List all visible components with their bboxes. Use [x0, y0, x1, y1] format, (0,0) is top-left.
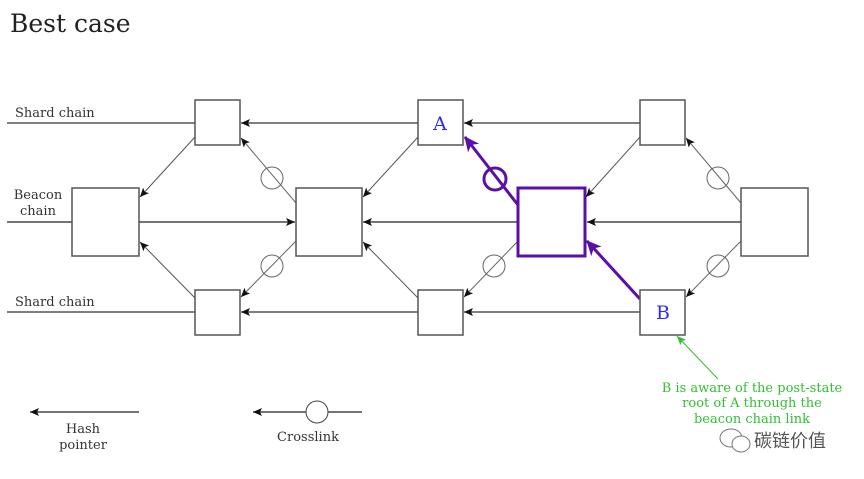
crosslink-circle	[706, 166, 730, 190]
crosslink-arrow	[463, 240, 519, 298]
crosslink-arrow	[685, 240, 742, 298]
watermark-text: 碳链价值	[754, 431, 826, 452]
legend-crosslink-label: Crosslink	[277, 430, 339, 445]
wechat-icon	[719, 428, 751, 453]
shard-top-block-1[interactable]	[194, 99, 241, 146]
shard-bottom-block-2[interactable]	[417, 289, 464, 336]
annotation-line3: beacon chain link	[694, 412, 810, 427]
beacon-block-4[interactable]	[740, 187, 809, 257]
annotation-line2: root of A through the	[682, 396, 822, 411]
beacon-chain-label-line2: chain	[20, 204, 57, 219]
beacon-chain-label-line1: Beacon	[14, 188, 63, 203]
shard-chain-bottom-label: Shard chain	[15, 295, 95, 310]
hash-pointer-arrow	[139, 241, 196, 299]
shard-to-beacon-pointers	[139, 136, 641, 299]
legend-hash-pointer-label-line1: Hash	[66, 422, 101, 437]
hash-pointer-arrow	[139, 136, 196, 198]
crosslink-circle	[706, 254, 730, 278]
annotation-arrow	[676, 335, 719, 380]
crosslink-arrow	[240, 240, 297, 298]
shard-bottom-block-1[interactable]	[194, 289, 241, 336]
node-label-a: A	[432, 113, 447, 135]
crosslink-circle	[260, 254, 284, 278]
highlighted-crosslink-circle	[482, 166, 508, 192]
node-label-b: B	[656, 302, 670, 324]
hash-pointer-arrow	[362, 241, 419, 299]
hash-pointer-arrow	[362, 136, 419, 198]
highlighted-hash-pointer-arrow	[585, 239, 642, 301]
crosslinks	[240, 137, 742, 298]
legend: Hash pointer Crosslink	[30, 400, 362, 453]
shard-top-block-a[interactable]	[417, 99, 464, 146]
highlighted-path	[463, 136, 642, 301]
shard-bottom-block-b[interactable]	[639, 289, 686, 336]
legend-crosslink-circle	[305, 400, 329, 424]
beacon-block-1[interactable]	[71, 187, 140, 257]
blocks	[71, 99, 809, 336]
crosslink-circle	[482, 254, 506, 278]
legend-hash-pointer-label-line2: pointer	[59, 438, 108, 453]
annotation-line1: B is aware of the post-state	[662, 381, 843, 396]
beacon-block-3-highlighted[interactable]	[516, 186, 587, 258]
watermark: 碳链价值	[719, 428, 826, 453]
crosslink-circle	[260, 166, 284, 190]
crosslink-arrow	[685, 137, 742, 204]
page-title: Best case	[10, 9, 131, 38]
shard-chain-top-label: Shard chain	[15, 106, 95, 121]
beacon-block-2[interactable]	[295, 187, 363, 257]
shard-top-block-3[interactable]	[639, 99, 686, 146]
crosslink-arrow	[240, 137, 297, 204]
hash-pointer-arrow	[585, 136, 641, 198]
highlighted-crosslink-arrow	[463, 136, 520, 206]
